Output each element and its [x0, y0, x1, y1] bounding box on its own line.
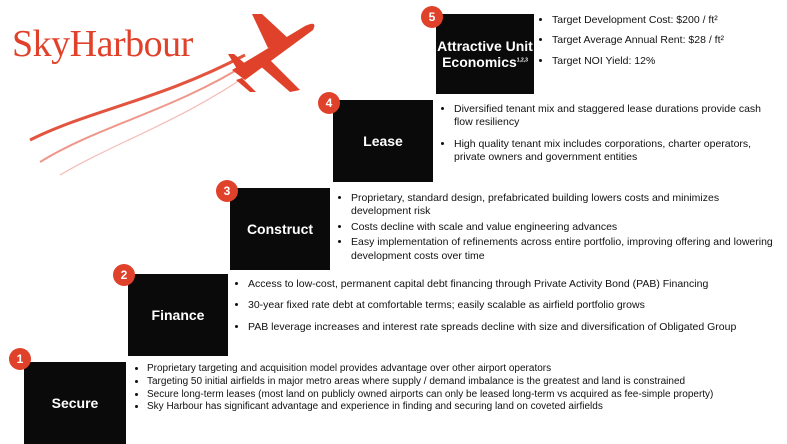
step-5-bullet: Target Development Cost: $200 / ft² [552, 14, 783, 27]
step-5-bullet: Target Average Annual Rent: $28 / ft² [552, 34, 783, 47]
step-3-badge: 3 [216, 180, 238, 202]
step-1-bullet: Secure long-term leases (most land on pu… [147, 389, 787, 402]
step-5-box: Attractive Unit Economics1,2,3 [436, 14, 534, 94]
step-4-badge: 4 [318, 92, 340, 114]
step-4-bullets: Diversified tenant mix and staggered lea… [440, 103, 782, 165]
step-2-badge: 2 [113, 264, 135, 286]
step-2-bullet: Access to low-cost, permanent capital de… [248, 278, 784, 291]
airplane-icon [29, 14, 315, 176]
step-5-bullets: Target Development Cost: $200 / ft² Targ… [538, 14, 783, 69]
step-1-box: Secure [24, 362, 126, 444]
step-5-footnote: 1,2,3 [516, 57, 528, 64]
step-2-bullet: 30-year fixed rate debt at comfortable t… [248, 299, 784, 312]
step-3-bullet: Costs decline with scale and value engin… [351, 221, 782, 234]
step-1-badge: 1 [9, 348, 31, 370]
step-4-title: Lease [363, 132, 403, 149]
step-2-box: Finance [128, 274, 228, 356]
step-5-bullet: Target NOI Yield: 12% [552, 55, 783, 68]
step-1-bullets: Proprietary targeting and acquisition mo… [133, 363, 787, 415]
step-2-bullets: Access to low-cost, permanent capital de… [234, 278, 784, 335]
step-5-badge: 5 [421, 6, 443, 28]
step-5-title: Attractive Unit Economics [437, 37, 533, 70]
step-2-bullet: PAB leverage increases and interest rate… [248, 321, 784, 334]
step-4-box: Lease [333, 100, 433, 182]
step-2-title: Finance [151, 306, 205, 323]
step-3-bullet: Proprietary, standard design, prefabrica… [351, 192, 782, 219]
logo: SkyHarbour [12, 23, 193, 65]
step-1-bullet: Proprietary targeting and acquisition mo… [147, 363, 787, 376]
step-3-bullet: Easy implementation of refinements acros… [351, 236, 782, 263]
step-3-box: Construct [230, 188, 330, 270]
step-1-bullet: Targeting 50 initial airfields in major … [147, 376, 787, 389]
step-1-bullet: Sky Harbour has significant advantage an… [147, 401, 787, 414]
step-4-bullet: Diversified tenant mix and staggered lea… [454, 103, 782, 130]
step-3-bullets: Proprietary, standard design, prefabrica… [337, 192, 782, 264]
step-4-bullet: High quality tenant mix includes corpora… [454, 138, 782, 165]
step-3-title: Construct [246, 220, 314, 237]
step-1-title: Secure [51, 394, 99, 411]
